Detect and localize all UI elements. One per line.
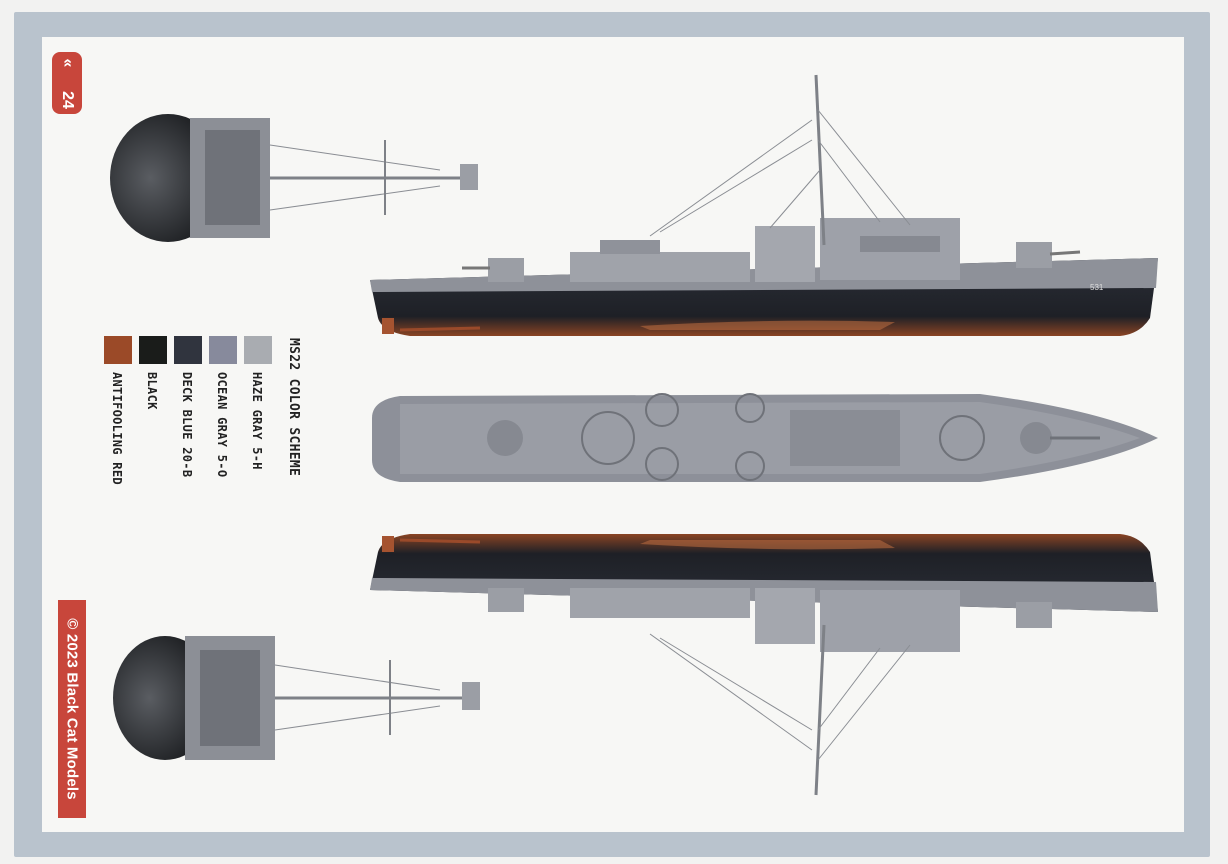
deck	[400, 402, 1140, 474]
deck-plan	[372, 393, 1158, 482]
legend-label-deck-blue: DECK BLUE 20-B	[180, 372, 194, 478]
legend-label-haze-gray: HAZE GRAY 5-H	[250, 372, 264, 470]
fwd-gun-mount	[1020, 422, 1052, 454]
aft-gun-mount	[487, 420, 523, 456]
page-number-badge: « 24	[52, 52, 82, 114]
copyright-text: © 2023 Black Cat Models	[63, 618, 81, 800]
fwd-gun	[1016, 242, 1052, 268]
side-profile-top: 531	[370, 74, 1158, 336]
legend-label-ocean-gray: OCEAN GRAY 5-O	[215, 372, 229, 478]
shaft	[399, 326, 481, 332]
swatch-antifouling-red	[104, 336, 132, 364]
funnel	[755, 226, 815, 282]
side-profile-bottom	[370, 534, 1158, 796]
swatch-black	[139, 336, 167, 364]
swatch-haze-gray	[244, 336, 272, 364]
boot-stripe	[640, 320, 895, 330]
rudder	[382, 318, 394, 334]
swatch-deck-blue	[174, 336, 202, 364]
bow-view-bottom	[113, 636, 480, 760]
aft-gun	[488, 258, 524, 282]
copyright-badge: © 2023 Black Cat Models	[58, 600, 86, 818]
legend-title: MS22 COLOR SCHEME	[286, 338, 301, 477]
legend-label-antifouling-red: ANTIFOOLING RED	[110, 372, 124, 485]
hull-number: 531	[1090, 283, 1104, 292]
bow-view-top	[110, 114, 478, 242]
bridge-roof	[790, 410, 900, 466]
legend-label-black: BLACK	[145, 372, 159, 410]
aft-superstructure	[570, 252, 750, 282]
mast	[814, 74, 826, 246]
swatch-ocean-gray	[209, 336, 237, 364]
